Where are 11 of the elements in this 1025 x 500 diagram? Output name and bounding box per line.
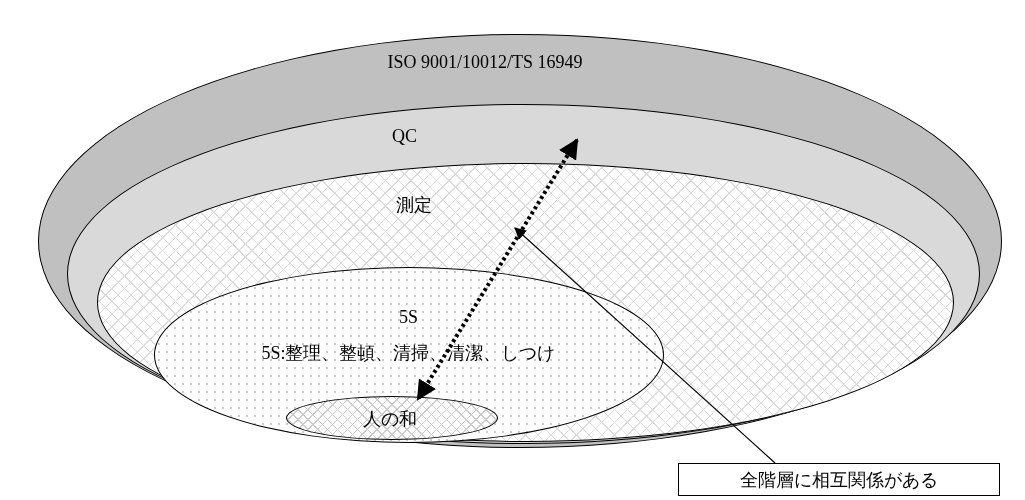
layer-label: 人の和 bbox=[363, 409, 417, 429]
note-text: 全階層に相互関係がある bbox=[740, 469, 938, 490]
note-box bbox=[678, 463, 1000, 496]
layer-label: 5S bbox=[399, 306, 418, 327]
leader-line bbox=[514, 227, 776, 464]
layer-label: 測定 bbox=[396, 195, 432, 215]
layer-label: ISO 9001/10012/TS 16949 bbox=[387, 52, 583, 72]
ellipse-layer bbox=[286, 396, 498, 440]
layer-label: QC bbox=[392, 125, 417, 146]
double-arrow bbox=[416, 138, 579, 401]
ellipse-layer bbox=[153, 266, 664, 443]
